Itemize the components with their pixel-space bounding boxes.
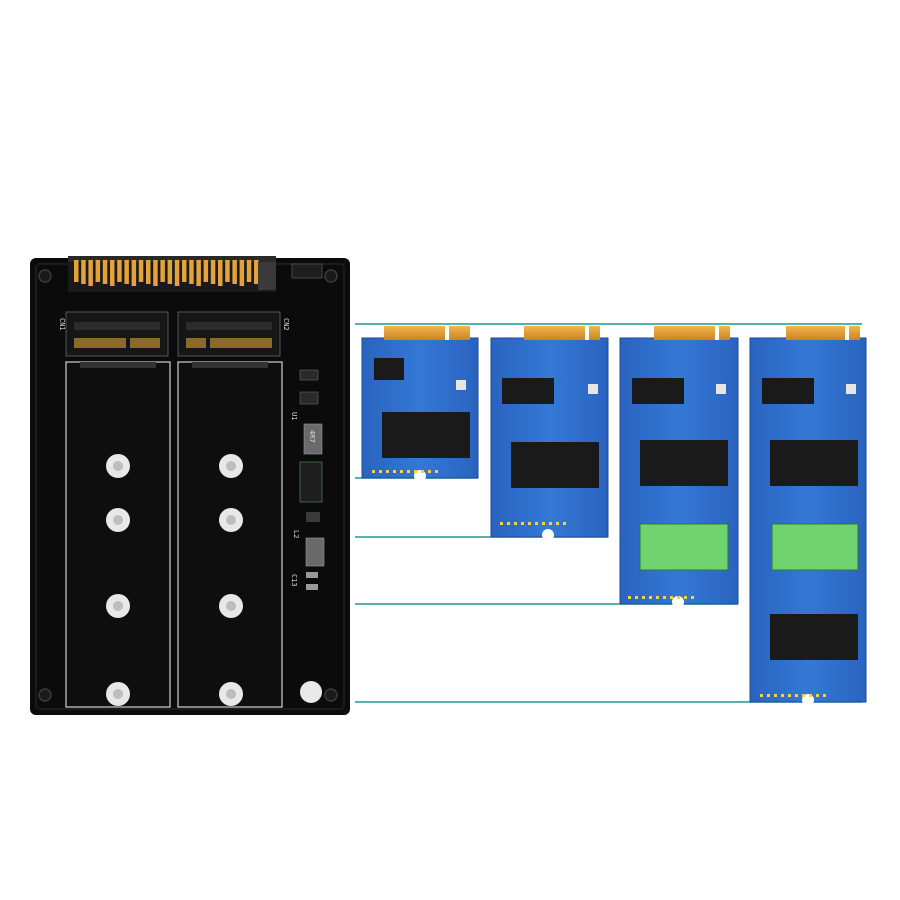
- host-connector: [68, 256, 323, 292]
- module-pad: [421, 470, 424, 473]
- module-pad: [760, 694, 763, 697]
- host-connector-pin: [232, 260, 237, 284]
- module-pad: [528, 522, 531, 525]
- module-pad: [535, 522, 538, 525]
- host-connector-pin: [254, 260, 259, 284]
- module-pad: [809, 694, 812, 697]
- module-pad: [500, 522, 503, 525]
- host-connector-pin: [95, 260, 101, 282]
- module-pad: [542, 522, 545, 525]
- host-connector-pin: [189, 260, 194, 284]
- module-pad: [823, 694, 826, 697]
- connector-label-cn1: CN1: [58, 318, 66, 331]
- module-pad: [428, 470, 431, 473]
- m2-slot-left: [65, 311, 169, 357]
- module-pad: [781, 694, 784, 697]
- module-pad: [414, 470, 417, 473]
- module-pad: [816, 694, 819, 697]
- m2-module-2242: [490, 326, 609, 541]
- host-connector-pin: [117, 260, 122, 282]
- drive-bay-right: [177, 361, 283, 708]
- component-label-u1: U1: [290, 412, 298, 420]
- module-pad: [556, 522, 559, 525]
- host-connector-pin: [174, 260, 180, 286]
- module-pad: [691, 596, 694, 599]
- host-connector-pin: [146, 260, 151, 284]
- host-connector-pin: [218, 260, 223, 286]
- host-connector-pin: [74, 260, 79, 282]
- host-connector-pin: [196, 260, 201, 286]
- inductor-marking: 4R7: [308, 430, 316, 443]
- module-pad: [379, 470, 382, 473]
- connector-label-cn2: CN2: [282, 318, 290, 331]
- module-pad: [677, 596, 680, 599]
- module-pad: [549, 522, 552, 525]
- host-connector-pin: [160, 260, 165, 282]
- host-connector-pin: [88, 260, 93, 286]
- module-pad: [774, 694, 777, 697]
- host-connector-pin: [110, 260, 115, 286]
- host-connector-pin: [210, 260, 216, 284]
- module-pad: [635, 596, 638, 599]
- host-connector-pin: [167, 260, 173, 284]
- mounting-holes: [38, 269, 338, 702]
- drive-bay-left: [65, 361, 171, 708]
- module-pad: [656, 596, 659, 599]
- m2-module-2230: [361, 326, 479, 482]
- host-connector-pin: [203, 260, 209, 282]
- module-pad: [670, 596, 673, 599]
- module-pad: [372, 470, 375, 473]
- m2-slot-right: [177, 311, 281, 357]
- module-pad: [400, 470, 403, 473]
- host-connector-pin: [153, 260, 158, 286]
- module-pad: [767, 694, 770, 697]
- host-connector-pin: [81, 260, 86, 284]
- power-components: U1 4R7 L2 C13: [290, 369, 325, 590]
- module-pad: [788, 694, 791, 697]
- module-pad: [802, 694, 805, 697]
- module-pad: [435, 470, 438, 473]
- ssd-adapter-board: CN1 CN2: [30, 256, 350, 715]
- module-pad: [521, 522, 524, 525]
- module-pad: [563, 522, 566, 525]
- host-connector-pin: [124, 260, 129, 284]
- module-pad: [795, 694, 798, 697]
- module-pad: [514, 522, 517, 525]
- m2-module-2280: [749, 326, 867, 706]
- module-pad: [628, 596, 631, 599]
- module-pad: [649, 596, 652, 599]
- host-connector-pin: [239, 260, 245, 286]
- m2-module-2260: [619, 326, 739, 608]
- module-pad: [642, 596, 645, 599]
- host-connector-pin: [225, 260, 230, 282]
- module-pad: [684, 596, 687, 599]
- module-pad: [386, 470, 389, 473]
- host-connector-pin: [246, 260, 252, 282]
- module-pad: [407, 470, 410, 473]
- module-contact-dots: [372, 470, 826, 697]
- module-pad: [663, 596, 666, 599]
- host-connector-pin: [138, 260, 144, 282]
- host-connector-pin: [102, 260, 108, 284]
- component-label-l2: L2: [292, 530, 300, 538]
- module-pad: [393, 470, 396, 473]
- component-label-c13: C13: [290, 574, 298, 587]
- host-connector-pin: [131, 260, 137, 286]
- host-connector-pin: [182, 260, 187, 282]
- module-pad: [507, 522, 510, 525]
